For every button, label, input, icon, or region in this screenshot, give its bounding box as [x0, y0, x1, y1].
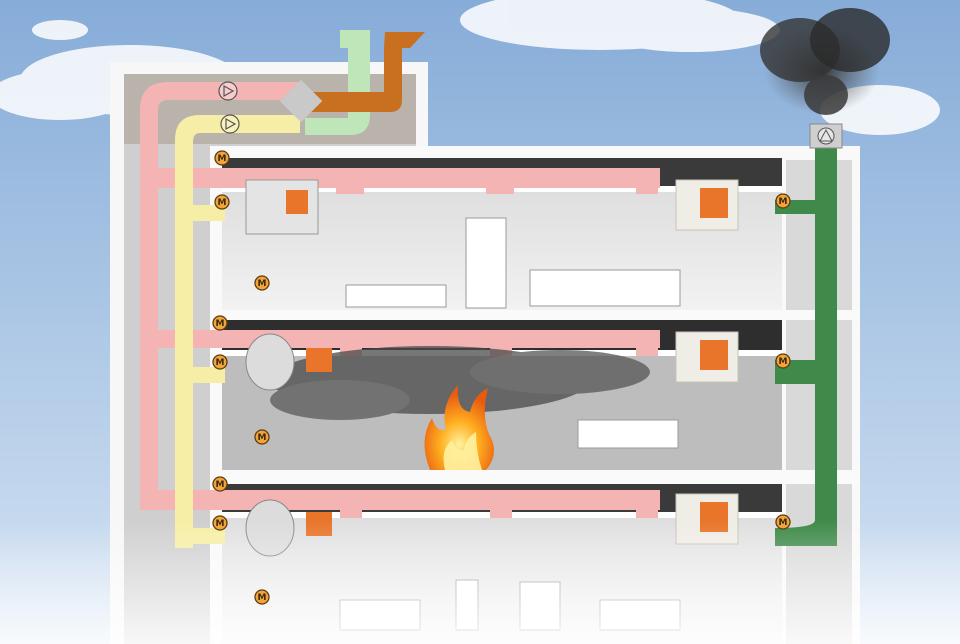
motor-icon: M — [775, 353, 791, 369]
motor-badge-label: M — [216, 519, 225, 529]
floor-slab — [210, 470, 860, 484]
motor-icon: M — [775, 514, 791, 530]
motor-badge-label: M — [779, 197, 788, 207]
motor-icon: M — [212, 515, 228, 531]
motor-icon: M — [254, 275, 270, 291]
motor-badge-label: M — [779, 518, 788, 528]
motor-badge-label: M — [258, 279, 267, 289]
motor-badge-label: M — [779, 357, 788, 367]
motor-icon: M — [775, 193, 791, 209]
exhaust-duct — [300, 32, 425, 112]
motor-badge-label: M — [216, 358, 225, 368]
motor-badge-label: M — [258, 433, 267, 443]
motor-badge-label: M — [216, 480, 225, 490]
motor-badge-label: M — [258, 593, 267, 603]
ground-fog — [0, 520, 960, 644]
fan-icon — [220, 114, 240, 134]
motor-icon: M — [212, 476, 228, 492]
motor-icon: M — [254, 589, 270, 605]
smoke-icon — [760, 8, 890, 115]
motor-icon: M — [254, 429, 270, 445]
smoke-fan-icon — [809, 123, 843, 149]
motor-badge-label: M — [218, 154, 227, 164]
floor-slab — [210, 310, 860, 320]
motor-icon: M — [214, 150, 230, 166]
motor-badge-label: M — [218, 198, 227, 208]
room-smoke — [270, 346, 650, 420]
motor-icon: M — [212, 354, 228, 370]
motor-badge-label: M — [216, 319, 225, 329]
air-handling-unit — [279, 79, 323, 123]
fire-icon — [424, 385, 494, 470]
motor-icon: M — [212, 315, 228, 331]
fan-icon — [218, 81, 238, 101]
motor-icon: M — [214, 194, 230, 210]
